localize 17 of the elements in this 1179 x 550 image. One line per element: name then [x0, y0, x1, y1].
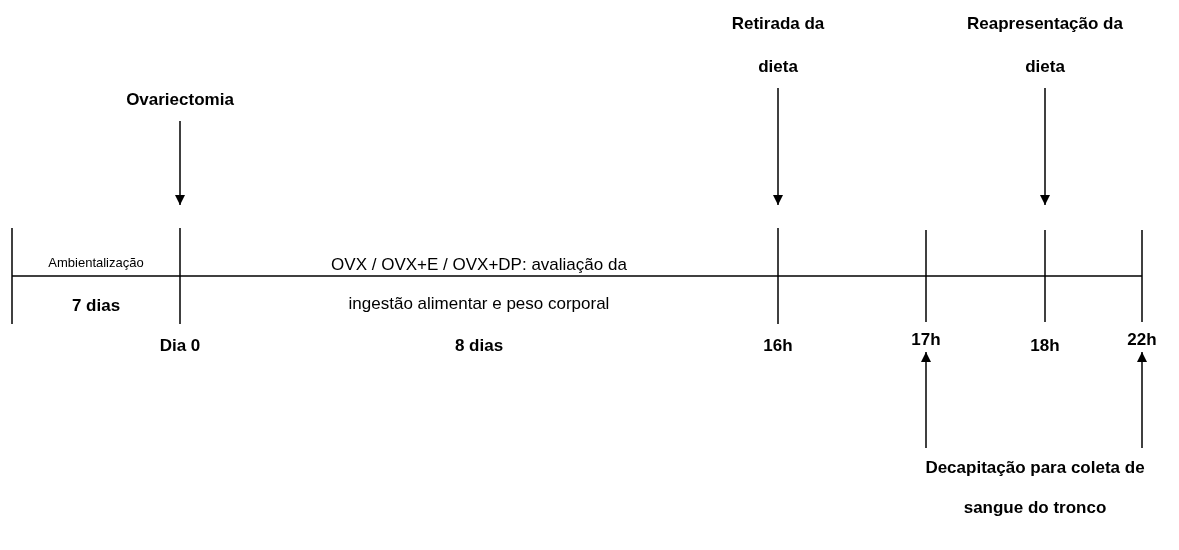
time-label: 22h: [1117, 328, 1167, 352]
time-label: 18h: [1029, 335, 1061, 357]
arrow: [1040, 87, 1050, 206]
event-label: Reapresentação da dieta: [965, 2, 1125, 88]
duration-label: 8 dias: [453, 335, 505, 357]
arrow: [773, 87, 783, 206]
arrow: [1137, 351, 1147, 449]
time-label: 16h: [762, 335, 794, 357]
event-label: Decapitação para coleta de sangue do tronco: [910, 448, 1160, 528]
time-label: 17h: [901, 328, 951, 352]
duration-label: 7 dias: [70, 295, 122, 317]
time-label: Dia 0: [158, 335, 202, 357]
arrow: [921, 351, 931, 449]
phase-description: OVX / OVX+E / OVX+DP: avaliação da ingestão alimentar e peso corporal: [330, 254, 628, 315]
event-label: Retirada da dieta: [718, 2, 838, 88]
arrow: [175, 120, 185, 206]
event-label: Ovariectomia: [110, 78, 250, 121]
